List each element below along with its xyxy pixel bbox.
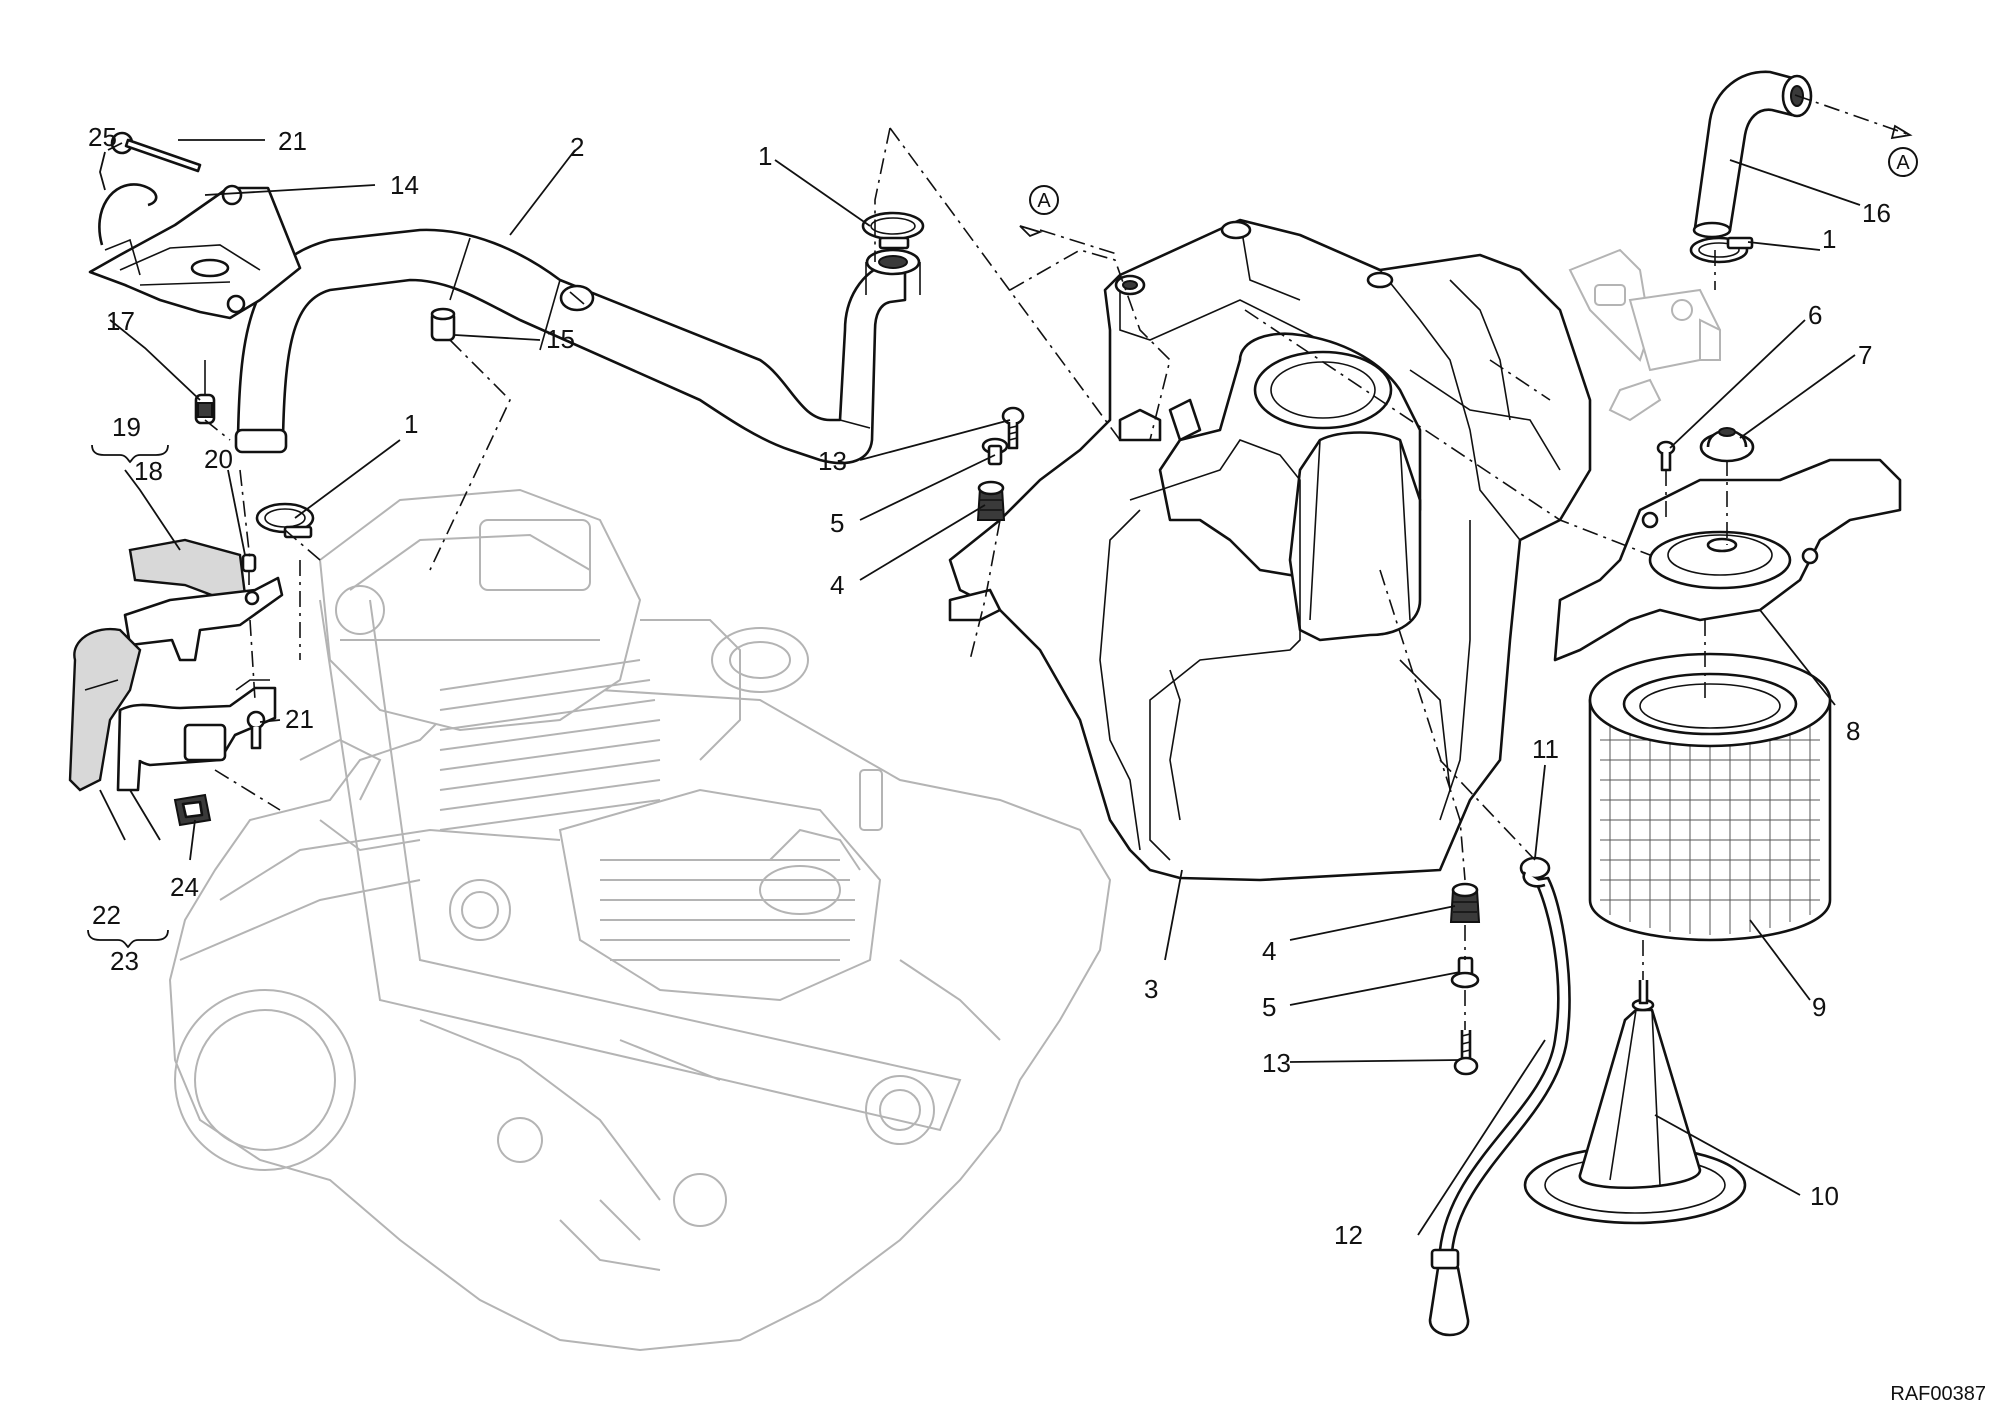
hose-16 xyxy=(1692,70,1813,239)
callout-1-left: 1 xyxy=(404,409,418,439)
clip-11 xyxy=(1519,856,1551,888)
wire-clip xyxy=(98,183,158,246)
callout-24: 24 xyxy=(170,872,199,902)
pad-24 xyxy=(173,793,212,827)
grommet-15 xyxy=(430,307,456,342)
bolt-25 xyxy=(110,131,202,173)
callout-5-bottom: 5 xyxy=(1262,992,1276,1022)
reference-marker-a-right: A xyxy=(1888,147,1918,177)
callout-5-top: 5 xyxy=(830,508,844,538)
screw-21-left xyxy=(246,710,266,750)
callout-labels: 25 21 14 2 1 17 15 1 19 18 20 21 24 22 2… xyxy=(88,122,1891,1250)
hose-clamp-1-top xyxy=(861,211,925,250)
reference-marker-a-left: A xyxy=(1029,185,1059,215)
callout-13-bottom: 13 xyxy=(1262,1048,1291,1078)
intake-funnel-10 xyxy=(1523,980,1747,1225)
rubber-mount-4-top xyxy=(976,480,1006,521)
svg-text:A: A xyxy=(1896,152,1910,174)
washer-5-top xyxy=(981,437,1009,466)
callout-14: 14 xyxy=(390,170,419,200)
bracket-18 xyxy=(128,538,247,602)
screw-13-bottom xyxy=(1453,1030,1479,1076)
brace-19 xyxy=(91,444,169,464)
callout-21-top: 21 xyxy=(278,126,307,156)
brace-23 xyxy=(87,929,169,949)
callout-23: 23 xyxy=(110,946,139,976)
hose-clamp-1-right xyxy=(1689,236,1754,264)
callout-8: 8 xyxy=(1846,716,1860,746)
screw-17 xyxy=(194,360,216,425)
leader-lines xyxy=(99,139,1861,1236)
screw-20 xyxy=(241,553,257,585)
callout-21-left: 21 xyxy=(285,704,314,734)
washer-5-bottom xyxy=(1450,956,1480,989)
callout-13-top: 13 xyxy=(818,446,847,476)
callout-7: 7 xyxy=(1858,340,1872,370)
callout-4-bottom: 4 xyxy=(1262,936,1276,966)
callout-15: 15 xyxy=(546,324,575,354)
grip-22 xyxy=(68,627,142,792)
rubber-mount-4-bottom xyxy=(1449,882,1481,923)
screw-13-top xyxy=(1001,406,1025,450)
callout-11: 11 xyxy=(1532,734,1559,764)
breather-hose-2 xyxy=(234,228,921,465)
airbox-3 xyxy=(948,218,1592,882)
callout-16: 16 xyxy=(1862,198,1891,228)
callout-22: 22 xyxy=(92,900,121,930)
callout-1-right: 1 xyxy=(1822,224,1836,254)
callout-6: 6 xyxy=(1808,300,1822,330)
bracket-23 xyxy=(116,679,277,792)
callout-2: 2 xyxy=(570,132,584,162)
arrow-to-a-left xyxy=(1019,225,1043,238)
sensor-valve xyxy=(1568,248,1722,422)
svg-text:A: A xyxy=(1037,190,1051,212)
bracket-14 xyxy=(88,184,302,320)
filter-cover-8 xyxy=(1553,458,1902,662)
callout-9: 9 xyxy=(1812,992,1826,1022)
drain-tube-12 xyxy=(1428,876,1571,1337)
callout-18: 18 xyxy=(134,456,163,486)
air-filter-9 xyxy=(1588,652,1832,942)
callout-19: 19 xyxy=(112,412,141,442)
bracket-19-assembly xyxy=(123,576,284,662)
engine-outline xyxy=(168,488,1112,1352)
drawing-reference: RAF00387 xyxy=(1890,1383,1986,1405)
assembly-centerlines xyxy=(204,94,1911,1030)
nut-7 xyxy=(1699,427,1755,463)
callout-4-top: 4 xyxy=(830,570,844,600)
arrow-to-a-right xyxy=(1890,124,1913,140)
callout-3: 3 xyxy=(1144,974,1158,1004)
callout-1-top: 1 xyxy=(758,141,772,171)
hose-clamp-1-left xyxy=(255,502,315,539)
callout-12: 12 xyxy=(1334,1220,1363,1250)
callout-10: 10 xyxy=(1810,1181,1839,1211)
callout-20: 20 xyxy=(204,444,233,474)
callout-25: 25 xyxy=(88,122,117,152)
callout-17: 17 xyxy=(106,306,135,336)
